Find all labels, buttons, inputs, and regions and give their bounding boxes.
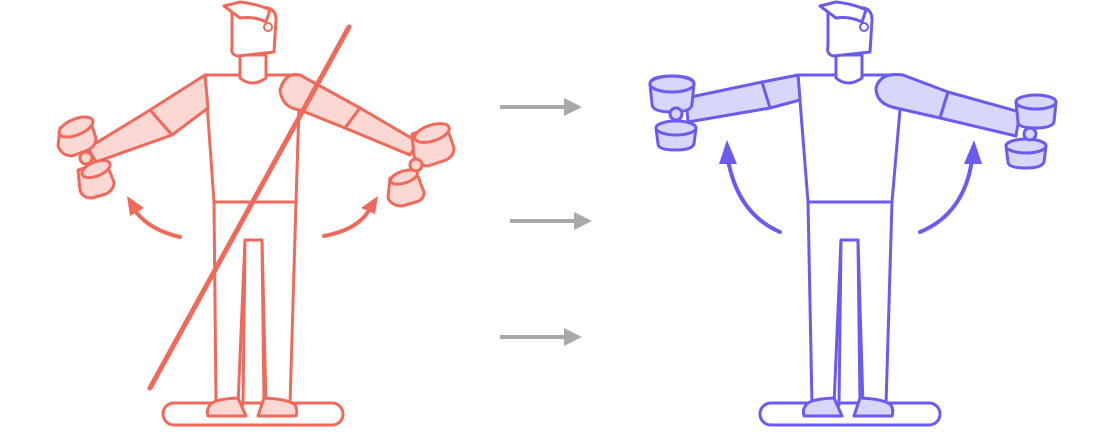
raise-arrow-icon [726, 158, 782, 234]
legs [212, 200, 298, 407]
raise-arrow-icon [134, 210, 182, 239]
right-shoe [256, 396, 299, 418]
right-arrow-icon [500, 98, 582, 116]
neck [238, 53, 268, 85]
incorrect-form-figure [56, 0, 456, 427]
dumbbell-icon [56, 115, 116, 200]
dumbbell-icon [386, 122, 456, 208]
dumbbell-icon [648, 74, 698, 152]
cross-out-line [147, 24, 352, 391]
dumbbell-icon [1004, 93, 1058, 170]
raise-arrow-head [964, 140, 982, 164]
raise-arrow-icon [322, 210, 370, 238]
inner-leg-line-left [837, 238, 843, 407]
right-upper-arm [278, 73, 362, 130]
raise-arrow-head [719, 140, 737, 164]
right-forearm [938, 90, 1022, 138]
transition-arrows [500, 98, 592, 346]
platform [758, 401, 942, 427]
inner-leg-line-right [856, 238, 862, 407]
right-arrow-icon [510, 212, 592, 230]
neck [834, 53, 864, 85]
left-forearm [684, 80, 772, 124]
raise-arrow-head [361, 196, 378, 214]
ear [859, 22, 869, 32]
legs [806, 200, 894, 407]
correct-form-figure [648, 0, 1058, 427]
inner-leg-line-right [260, 238, 266, 407]
inner-leg-line-left [241, 238, 247, 407]
right-shoe [852, 396, 895, 418]
ear [263, 22, 273, 32]
right-upper-arm [874, 73, 950, 120]
hair [222, 0, 272, 24]
right-arrow-icon [500, 328, 582, 346]
left-shoe [205, 396, 248, 418]
raise-arrow-head [127, 196, 144, 216]
left-shoe [801, 396, 844, 418]
right-forearm [343, 106, 420, 157]
hair [818, 0, 868, 24]
raise-arrow-icon [918, 158, 974, 234]
platform [161, 401, 345, 427]
